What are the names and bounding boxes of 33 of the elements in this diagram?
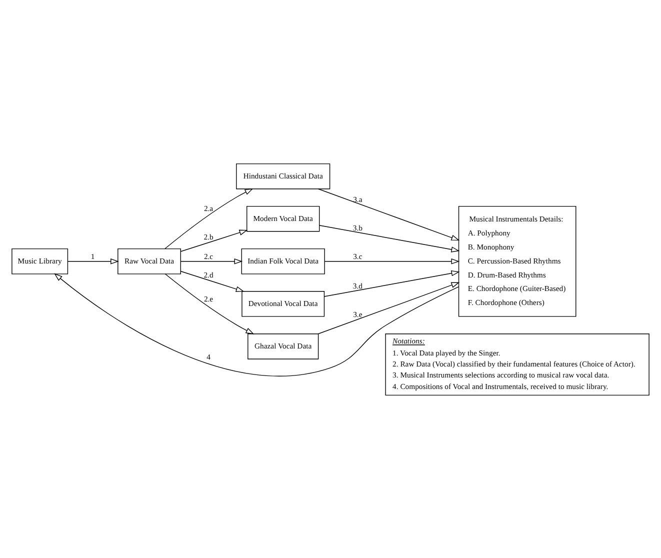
arrow: [180, 229, 248, 252]
node-box: Hindustani Classical Data: [236, 162, 330, 189]
arrow: [164, 188, 254, 249]
node-box: Devotional Vocal Data: [242, 290, 325, 316]
edge-label: 2.c: [204, 252, 214, 261]
arrow: [180, 258, 243, 264]
edge-label: 2.d: [204, 270, 214, 279]
edge-label: 3.a: [353, 194, 362, 204]
arrow: [318, 188, 460, 240]
edge-label: 3.e: [353, 310, 362, 318]
edge-label: 4: [206, 352, 210, 362]
edge-label: 3.c: [353, 252, 362, 261]
arrow: [324, 258, 460, 264]
node-box: Music Library: [12, 248, 68, 274]
arrow: [54, 272, 459, 376]
arrow: [67, 258, 119, 264]
arrow: [180, 270, 244, 292]
node-box: Musical Instrumentals Details: A. Polyphony B. Monophony C. Percussion-Based Rhythms D. Drum-Based Rhythms E. Chordophone (Guiter-Based) F. Chordophone (Others): [458, 205, 576, 316]
node-box: Ghazal Vocal Data: [248, 333, 319, 359]
edge-label: 2.b: [204, 232, 214, 242]
arrow: [319, 224, 460, 252]
arrow: [324, 270, 460, 296]
arrow: [318, 282, 460, 334]
node-box: Notations: 1. Vocal Data played by the Singer. 2. Raw Data (Vocal) classified by their fundamental features (Choice of Actor). 3. Musical Instruments selections according to musical raw vocal data. 4. Compositions of Vocal and Instrumentals, received to music library.: [385, 333, 650, 396]
edge-label: 3.d: [352, 280, 362, 290]
node-box: Indian Folk Vocal Data: [241, 248, 325, 274]
node-box: Raw Vocal Data: [118, 248, 181, 274]
edge-label: 2.a: [204, 204, 214, 213]
edge-label: 3.b: [352, 223, 362, 232]
node-box: Modern Vocal Data: [246, 205, 320, 232]
edge-label: 2.e: [204, 294, 214, 304]
arrow: [164, 273, 254, 334]
edge-label: 1: [90, 252, 95, 261]
